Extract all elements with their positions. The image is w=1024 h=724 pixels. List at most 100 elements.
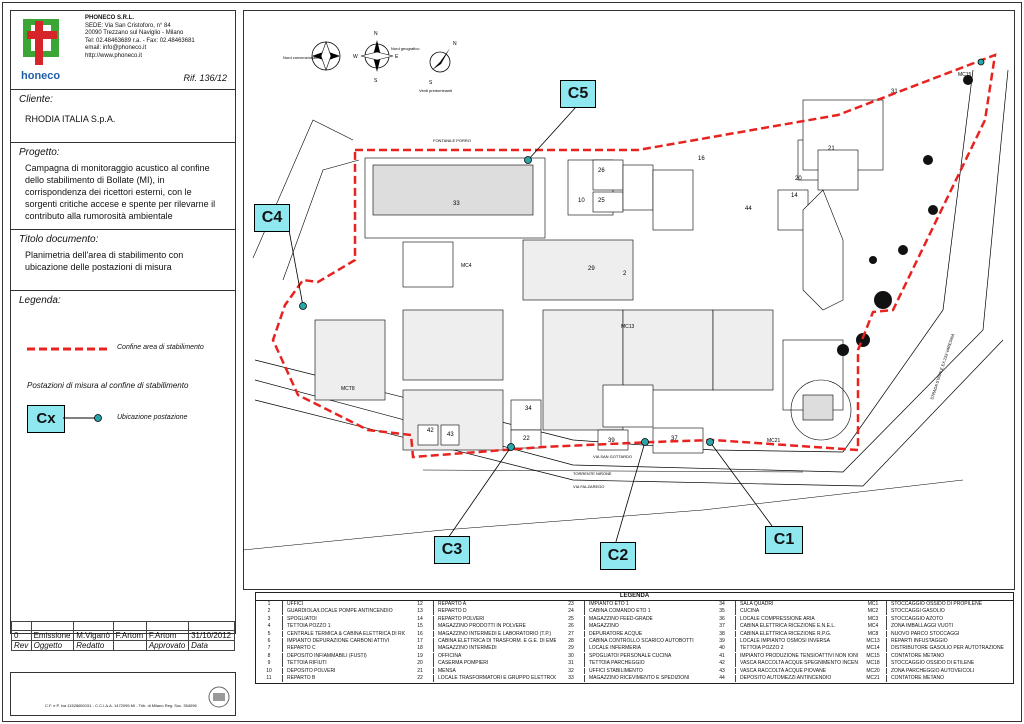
legend-code: MC2 [860,608,887,616]
legend-code: MC1 [860,601,887,608]
legend-desc: REPARTO POLVERI [438,615,485,622]
label-31: 31 [891,89,898,95]
label-39: 39 [608,438,615,444]
legend-desc: REPARTO D [438,608,467,615]
legend-code: 41 [709,652,736,660]
street-gottardo: VIA SAN GOTTARDO [593,454,632,459]
cliente-text: RHODIA ITALIA S.p.A. [25,114,116,124]
street-falzarego: VIA FALZAREGO [573,484,604,489]
compass-winds: N S Venti predominanti [419,41,457,93]
legend-desc: REPARTO A [438,601,467,607]
svg-text:N: N [374,31,378,37]
site-plan: Nord convenzionale N S E W Nord geografi… [243,31,1009,551]
legend-desc: LOCALE INFERMERIA [589,645,641,652]
legend-code: 35 [709,608,736,616]
legend-desc: MAGAZZINO INTERMEDI E LABORATORIO (T.P.) [438,630,552,637]
cliente-heading: Cliente: [19,94,53,105]
legend-code: 25 [558,615,585,623]
label-29: 29 [588,266,595,272]
legend-desc: STOCCAGGIO OSSIDO DI PROPILENE [891,601,983,607]
ref-number: Rif. 136/12 [183,73,227,83]
label-25: 25 [598,198,605,204]
legend-code: 11 [256,675,283,682]
legend-code: 1 [256,601,283,608]
marker-c2[interactable]: C2 [600,542,636,570]
marker-desc: Ubicazione postazione [117,414,188,421]
label-33: 33 [453,201,460,207]
legend-code: 18 [407,645,434,653]
address-line: Tel: 02.48463689 r.a. - Fax: 02.48463681 [85,37,195,44]
svg-text:W: W [353,54,358,60]
legend-code: MC13 [860,638,887,645]
label-mc13: MC13 [621,324,635,330]
legend-row: 29 LOCALE INFERMERIA [558,645,707,653]
winds-label: Venti predominanti [419,88,452,93]
titolo-block: Titolo documento: Planimetria dell'area … [10,229,236,291]
legend-code: 37 [709,623,736,631]
north-conv-label: Nord convenzionale [283,55,319,60]
legenda-block: Legenda: Confine area di stabilimento Po… [10,290,236,651]
legend-code: 31 [558,660,585,668]
legend-code: 27 [558,630,585,638]
legend-code: 42 [709,660,736,668]
marker-c1[interactable]: C1 [765,526,803,554]
legend-code: 4 [256,623,283,631]
marker-c5[interactable]: C5 [560,80,596,108]
legend-desc: CENTRALE TERMICA & CABINA ELETTRICA DI R… [287,630,405,637]
legend-desc: CABINA ELETTRICA RICEZIONE R.P.G. [740,630,832,637]
marker-pointers [288,106,776,546]
label-mc15: MC15 [958,72,972,78]
legend-desc: TETTOIA POZZO 2 [740,645,784,652]
legend-code: 13 [407,608,434,616]
footer-block: C.F. e P. Iva 11528650151 - C.C.I.A.A. 1… [10,672,236,716]
progetto-text: Campagna di monitoraggio acustico al con… [25,163,216,221]
label-16: 16 [698,156,705,162]
legend-row: 14 REPARTO POLVERI [407,615,556,623]
legend-desc: LOCALE TRASFORMATORI E GRUPPO ELETTROGEN… [438,675,556,681]
legend-desc: DEPOSITO AUTOMEZZI ANTINCENDIO [740,675,832,681]
legend-desc: DEPURATORE ACQUE [589,630,643,637]
legend-code: 9 [256,660,283,668]
legend-desc: IMPIANTO DEPURAZIONE CARBONI ATTIVI [287,638,390,644]
legend-code: 43 [709,667,736,675]
compass-conventional: Nord convenzionale [283,41,341,71]
marker-c4[interactable]: C4 [254,204,290,232]
legend-code: 14 [407,615,434,623]
legend-desc: DEPOSITO INFIAMMABILI (FUSTI) [287,652,367,659]
legend-desc: REPARTO C [287,645,316,652]
legend-desc: GUARDIOLA/LOCALE POMPE ANTINCENDIO [287,608,393,615]
legend-desc: TETTOIA POZZO 1 [287,623,331,630]
legend-code: 32 [558,667,585,675]
marker-pointer-sample [63,414,102,422]
legend-code: 29 [558,645,585,653]
legend-desc: MAGAZZINO PRODOTTI IN POLVERE [438,623,526,630]
legend-desc: SPOGLIATOI [287,615,317,622]
progetto-block: Progetto: Campagna di monitoraggio acust… [10,142,236,230]
marker-c3[interactable]: C3 [434,536,470,564]
legend-desc: MENSA [438,667,456,674]
legend-desc: DEPOSITO POLVERI [287,667,336,674]
marker-points [299,58,985,451]
legend-desc: SALA QUADRI [740,601,774,607]
north-geo-label: Nord geografico [391,46,420,51]
legend-desc: CABINA CONTROLLO SCARICO AUTOBOTTI [589,638,694,644]
legend-code: 44 [709,675,736,682]
